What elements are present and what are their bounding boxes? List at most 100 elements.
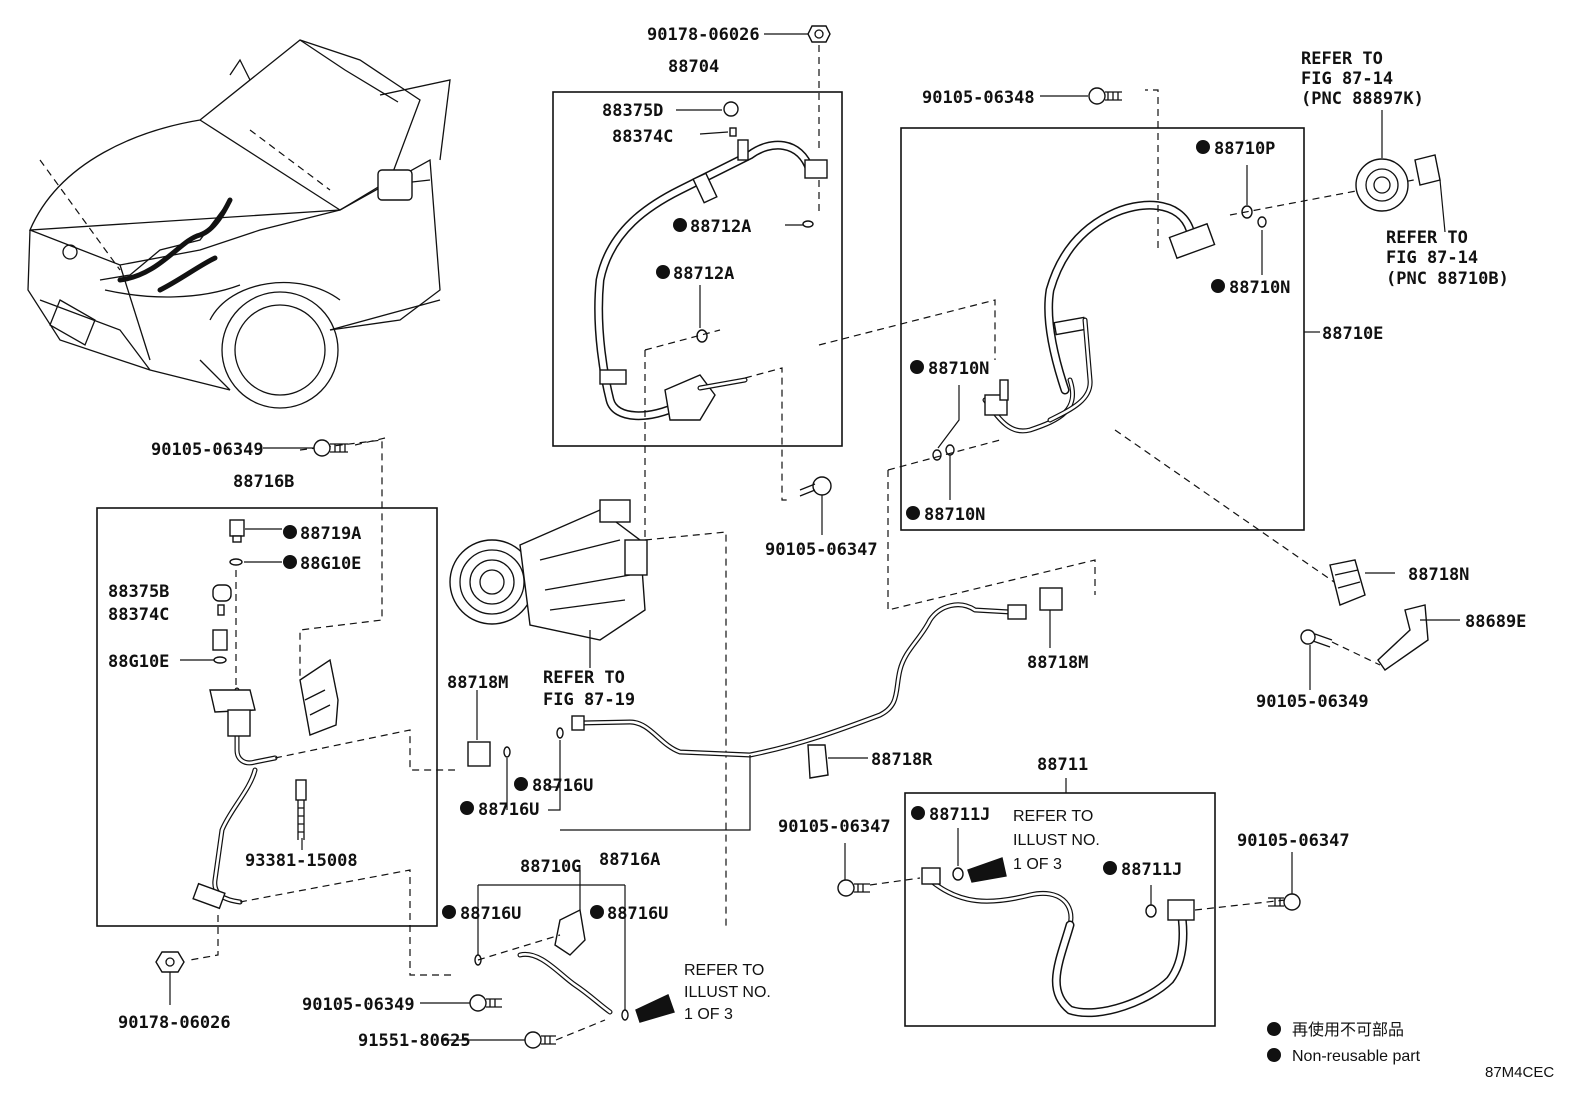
- label-88G10E-b: 88G10E: [108, 652, 169, 672]
- refer-arrow-88711: [967, 857, 1007, 883]
- bolt-90178-bottom: [155, 951, 185, 1005]
- label-88711J-b: 88711J: [1121, 860, 1182, 880]
- non-reusable-dot: [283, 525, 297, 539]
- legend-dot-jp: [1267, 1022, 1281, 1036]
- vehicle-illustration: [27, 39, 451, 409]
- legend-en: Non-reusable part: [1292, 1048, 1421, 1065]
- part-88718N-88689E: [1300, 559, 1460, 690]
- refer-8719-line1: REFER TO: [543, 668, 625, 688]
- label-88716U-d: 88716U: [607, 904, 668, 924]
- refer-illust-b-line1: REFER TO: [1013, 808, 1093, 825]
- non-reusable-dot: [283, 555, 297, 569]
- label-90105-06349-right: 90105-06349: [1256, 692, 1369, 712]
- label-88710E: 88710E: [1322, 324, 1383, 344]
- refer-illust-a-line2: ILLUST NO.: [684, 984, 771, 1001]
- label-90178-06026-bottom: 90178-06026: [118, 1013, 231, 1033]
- label-88710N-a: 88710N: [1229, 278, 1290, 298]
- legend: 再使用不可部品 Non-reusable part: [1267, 1021, 1421, 1065]
- label-88375B: 88375B: [108, 582, 169, 602]
- compressor: [449, 499, 727, 930]
- label-88718R: 88718R: [871, 750, 933, 770]
- label-90178-06026-top: 90178-06026: [647, 25, 760, 45]
- label-88716U-b: 88716U: [478, 800, 539, 820]
- label-88716U-c: 88716U: [460, 904, 521, 924]
- label-88712A-2: 88712A: [673, 264, 734, 284]
- label-88711J-a: 88711J: [929, 805, 990, 825]
- refer-8714-a-line3: (PNC 88897K): [1301, 89, 1424, 109]
- legend-dot-en: [1267, 1048, 1281, 1062]
- refer-illust-b-line2: ILLUST NO.: [1013, 832, 1100, 849]
- non-reusable-dot: [906, 506, 920, 520]
- label-88716B: 88716B: [233, 472, 294, 492]
- label-90105-06347-mid: 90105-06347: [765, 540, 878, 560]
- label-88718M-right: 88718M: [1027, 653, 1088, 673]
- part-88716A-pipe: [467, 587, 1063, 831]
- grommet-part: [1355, 158, 1409, 212]
- non-reusable-dot: [910, 360, 924, 374]
- refer-parts-right: [1355, 110, 1446, 233]
- part-88710E-group: [818, 89, 1441, 611]
- non-reusable-dot: [442, 905, 456, 919]
- bolt-90105-06349-left: [263, 437, 386, 457]
- label-88712A-1: 88712A: [690, 217, 751, 237]
- label-88689E: 88689E: [1465, 612, 1526, 632]
- non-reusable-dot: [656, 265, 670, 279]
- part-88710E-box: [900, 127, 1305, 531]
- label-90105-06347-left: 90105-06347: [778, 817, 891, 837]
- legend-jp: 再使用不可部品: [1292, 1021, 1404, 1039]
- label-90105-06349-left: 90105-06349: [151, 440, 264, 460]
- label-88375D: 88375D: [602, 101, 663, 121]
- bolt-90105-06347-right: [1268, 852, 1301, 911]
- label-88G10E-a: 88G10E: [300, 554, 361, 574]
- non-reusable-dot: [460, 801, 474, 815]
- refer-illust-a-line1: REFER TO: [684, 962, 764, 979]
- label-90105-06349-bottom: 90105-06349: [302, 995, 415, 1015]
- bolt-90105-06349-bottom: [420, 994, 502, 1012]
- label-88719A: 88719A: [300, 524, 361, 544]
- label-88710P: 88710P: [1214, 139, 1275, 159]
- non-reusable-dot: [1211, 279, 1225, 293]
- figure-code: 87M4CEC: [1485, 1064, 1554, 1081]
- label-88716A: 88716A: [599, 850, 660, 870]
- refer-8714-b-line1: REFER TO: [1386, 228, 1468, 248]
- label-88710G: 88710G: [520, 857, 581, 877]
- part-88704-group: [552, 45, 843, 540]
- refer-arrow-bottom: [635, 994, 675, 1023]
- label-93381-15008: 93381-15008: [245, 851, 358, 871]
- label-88718N: 88718N: [1408, 565, 1469, 585]
- label-88710N-c: 88710N: [924, 505, 985, 525]
- bolt-90105-06348: [1040, 87, 1122, 105]
- label-91551-80625: 91551-80625: [358, 1031, 471, 1051]
- part-88711-group: [869, 778, 1286, 1027]
- refer-8714-a-line1: REFER TO: [1301, 49, 1383, 69]
- refer-illust-b-line3: 1 OF 3: [1013, 856, 1062, 873]
- non-reusable-dot: [590, 905, 604, 919]
- bolt-90105-06347-mid: [799, 476, 832, 535]
- part-88716B-box: [96, 507, 438, 927]
- non-reusable-dot: [673, 218, 687, 232]
- non-reusable-dot: [911, 806, 925, 820]
- label-90105-06347-right: 90105-06347: [1237, 831, 1350, 851]
- label-88718M-left: 88718M: [447, 673, 508, 693]
- non-reusable-dot: [514, 777, 528, 791]
- part-88710G-group: [474, 870, 629, 1021]
- refer-8714-b-line2: FIG 87-14: [1386, 248, 1478, 268]
- part-88704-box: [552, 91, 843, 447]
- label-88710N-b: 88710N: [928, 359, 989, 379]
- non-reusable-dot: [1196, 140, 1210, 154]
- refer-8714-a-line2: FIG 87-14: [1301, 69, 1393, 89]
- bolt-90105-06347-left: [837, 843, 870, 897]
- label-88716U-a: 88716U: [532, 776, 593, 796]
- part-88716B-group: [96, 439, 455, 976]
- non-reusable-dot: [1103, 861, 1117, 875]
- refer-8714-b-line3: (PNC 88710B): [1386, 269, 1509, 289]
- bolt-91551-80625: [443, 1019, 606, 1049]
- label-88704: 88704: [668, 57, 719, 77]
- label-88711: 88711: [1037, 755, 1088, 775]
- bolt-90178-top: [764, 25, 831, 43]
- refer-8719-line2: FIG 87-19: [543, 690, 635, 710]
- label-88374C-left: 88374C: [108, 605, 169, 625]
- refer-illust-a-line3: 1 OF 3: [684, 1006, 733, 1023]
